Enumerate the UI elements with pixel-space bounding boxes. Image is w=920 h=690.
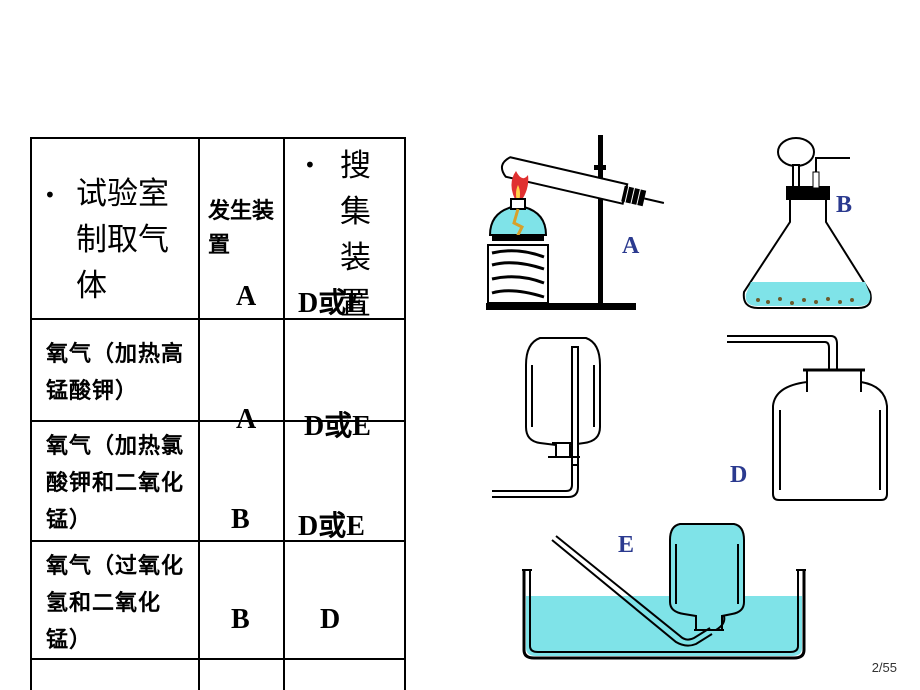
header-col1: 试验室制取气体	[76, 176, 169, 304]
row1-col: D或E	[304, 411, 371, 442]
label-b: B	[836, 192, 853, 218]
page-number: 2/55	[871, 660, 897, 675]
header-col-answer: D或E	[298, 288, 365, 319]
row3-gen: B	[231, 604, 250, 635]
apparatus-e-water-trough	[522, 523, 806, 660]
label-d: D	[730, 462, 748, 488]
row2-col: D或E	[298, 511, 365, 542]
col-divider	[404, 137, 406, 690]
header-col2: 发生装置	[208, 199, 275, 258]
row-divider	[30, 420, 406, 422]
row3-gas: 氧气（过氧化氢和二氧化锰）	[46, 554, 185, 653]
label-a: A	[622, 233, 640, 259]
row-divider	[30, 540, 406, 542]
row-divider	[30, 318, 406, 320]
header-col3: 搜集装置	[340, 148, 371, 322]
row2-gen: B	[231, 504, 250, 535]
apparatus-a-heating-tube	[486, 135, 665, 310]
row1-gas: 氧气（加热高锰酸钾）	[46, 342, 185, 404]
col-divider	[30, 137, 32, 690]
apparatus-inverted-bottle	[492, 337, 601, 498]
apparatus-b-conical-flask	[742, 137, 872, 309]
gas-preparation-table: • 试验室制取气体 发生装置 • 搜集装置 A D或E 氧气（加热高锰酸钾） A…	[30, 137, 406, 690]
col-divider	[283, 137, 285, 690]
row2-gas: 氧气（加热氯酸钾和二氧化锰）	[46, 434, 185, 533]
table-border-top	[30, 137, 406, 139]
apparatus-d-gas-jar	[727, 335, 888, 501]
row1-gen: A	[236, 404, 257, 435]
bullet: •	[304, 153, 316, 177]
col-divider	[198, 137, 200, 690]
header-gen-answer: A	[236, 281, 257, 312]
row3-col: D	[320, 604, 341, 635]
label-e: E	[618, 532, 635, 558]
row-divider	[30, 658, 406, 660]
bullet: •	[44, 183, 56, 207]
